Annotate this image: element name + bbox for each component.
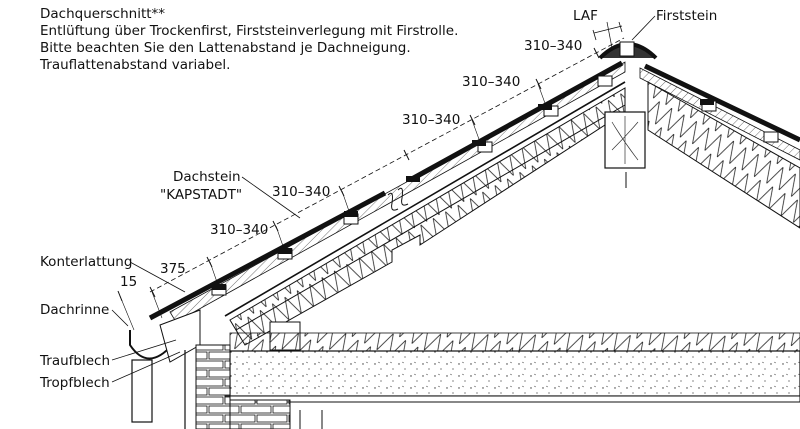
label-konterlattung: Konterlattung xyxy=(40,254,132,270)
eave-fascia xyxy=(159,309,201,363)
dim-batten-5: 310–340 xyxy=(524,38,582,54)
leader-dachstein xyxy=(241,176,301,219)
description-line-2: Bitte beachten Sie den Lattenabstand je … xyxy=(40,40,411,56)
leader-dachrinne xyxy=(111,309,129,327)
leader-traufblech xyxy=(111,339,177,361)
leader-firststein xyxy=(631,15,656,41)
label-dachstein: Dachstein xyxy=(173,169,241,185)
rafter-insulation-right xyxy=(647,81,800,229)
label-laf: LAF xyxy=(573,8,598,24)
label-traufblech: Traufblech xyxy=(39,353,110,369)
underlay-right xyxy=(639,67,800,161)
ceiling-board xyxy=(224,395,800,403)
description-line-3: Trauflattenabstand variabel. xyxy=(40,57,231,73)
dim-batten-1: 310–340 xyxy=(210,222,268,238)
description-line-1: Entlüftung über Trockenfirst, Firststein… xyxy=(40,23,459,39)
laf-dimension xyxy=(592,21,623,49)
title: Dachquerschnitt** xyxy=(40,6,166,22)
label-dachstein-model: "KAPSTADT" xyxy=(160,187,242,203)
dim-eave-overhang: 15 xyxy=(120,274,137,290)
label-firststein: Firststein xyxy=(656,8,717,24)
brick-wall xyxy=(195,344,231,429)
dimension-lines xyxy=(149,37,625,293)
ridge-beam xyxy=(604,111,646,188)
ceiling-insulation xyxy=(229,332,800,352)
dim-eave-batten: 375 xyxy=(160,261,186,277)
leader-konterlattung xyxy=(129,261,186,293)
dim-batten-4: 310–340 xyxy=(462,74,520,90)
tile-nibs xyxy=(212,99,714,290)
label-tropfblech: Tropfblech xyxy=(39,375,110,391)
dim-batten-3: 310–340 xyxy=(402,112,460,128)
label-dachrinne: Dachrinne xyxy=(40,302,109,318)
extension-lines xyxy=(119,83,547,331)
ridge-tile xyxy=(598,41,658,60)
dim-batten-2: 310–340 xyxy=(272,184,330,200)
concrete-slab xyxy=(229,350,800,397)
rafter-insulation-left xyxy=(229,87,626,346)
leader-tropfblech xyxy=(111,351,181,383)
lower-wall xyxy=(229,399,291,429)
